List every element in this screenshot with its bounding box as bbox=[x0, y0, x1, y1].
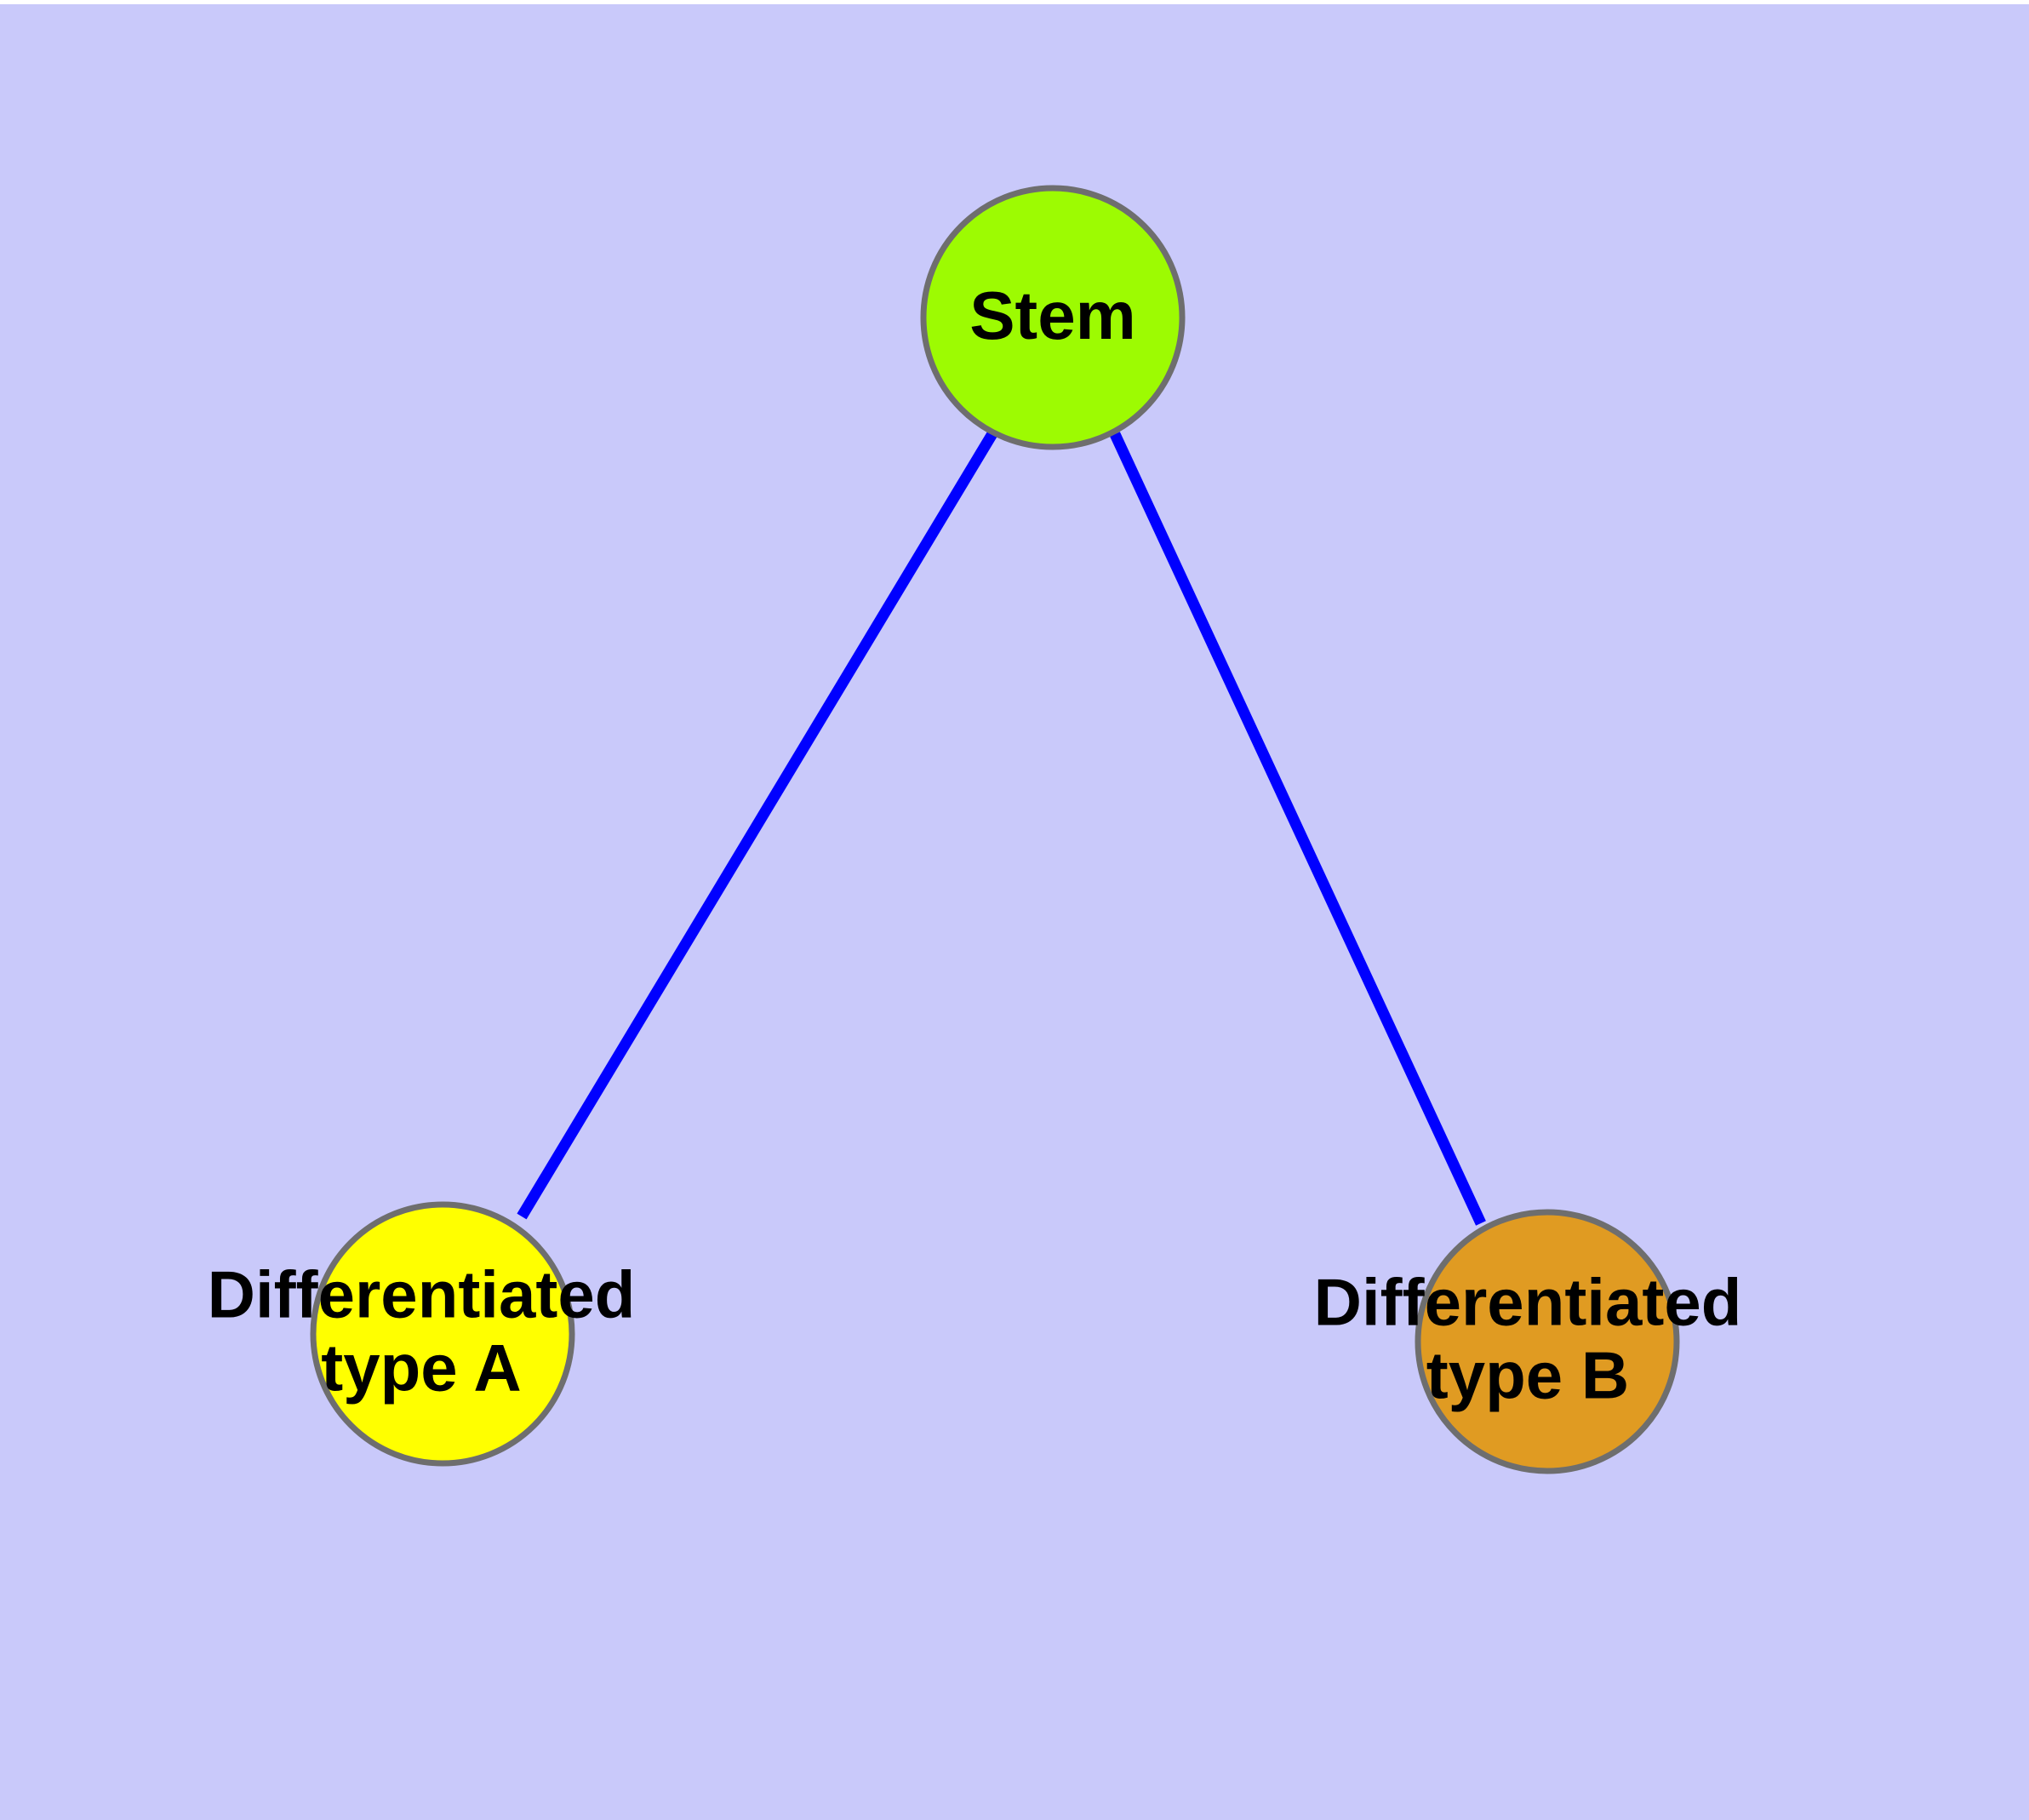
edge-stem-to-differentiated-type-a[interactable] bbox=[517, 429, 998, 1220]
node-stem-label: Stem bbox=[969, 278, 1136, 353]
node-stem-circle[interactable] bbox=[920, 185, 1186, 450]
node-differentiated-type-a-label-line-1: Differentiated bbox=[208, 1257, 636, 1332]
node-differentiated-type-b-label-line-2: type B bbox=[1426, 1338, 1629, 1413]
node-differentiated-type-b-label-line-1: Differentiated bbox=[1314, 1265, 1742, 1340]
edge-layer bbox=[517, 429, 1486, 1226]
node-differentiated-type-a-label-line-2: type A bbox=[321, 1331, 522, 1405]
node-stem[interactable] bbox=[920, 185, 1186, 450]
node-differentiated-type-a[interactable] bbox=[310, 1201, 575, 1467]
node-layer bbox=[310, 185, 1680, 1474]
label-layer: Stem Differentiated type A Differentiate… bbox=[208, 278, 1742, 1412]
node-differentiated-type-b[interactable] bbox=[1415, 1209, 1680, 1474]
edge-stem-to-differentiated-type-b[interactable] bbox=[1110, 432, 1486, 1226]
node-differentiated-type-b-circle[interactable] bbox=[1415, 1209, 1680, 1474]
node-differentiated-type-a-circle[interactable] bbox=[310, 1201, 575, 1467]
top-white-strip bbox=[0, 0, 2029, 4]
